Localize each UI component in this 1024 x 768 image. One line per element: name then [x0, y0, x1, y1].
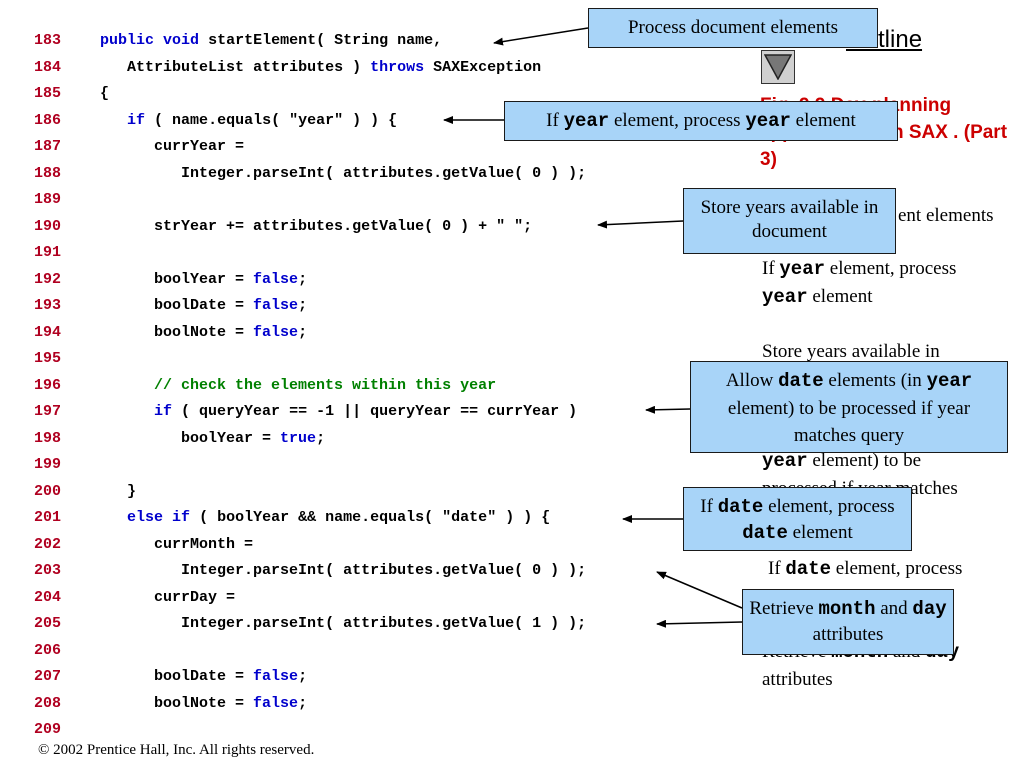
triangle-down-icon: [764, 54, 792, 80]
line-number: 207: [34, 668, 62, 685]
code-text: {: [100, 85, 110, 102]
code-line: 188 Integer.parseInt( attributes.getValu…: [0, 161, 760, 187]
line-number: 192: [34, 270, 62, 288]
code-line: 196 // check the elements within this ye…: [0, 373, 760, 399]
code-text: }: [100, 482, 137, 500]
code-line: 198 boolYear = true;: [0, 426, 760, 452]
code-line: 209: [0, 717, 760, 743]
line-number: 193: [34, 297, 62, 314]
code-line: 192 boolYear = false;: [0, 267, 760, 293]
line-number: 195: [34, 350, 62, 367]
side-note-year: If year element, process year element: [762, 258, 957, 308]
line-number: 202: [34, 535, 62, 553]
line-number: 199: [34, 456, 62, 473]
line-number: 205: [34, 615, 62, 632]
callout-process-elements: Process document elements: [588, 8, 878, 48]
line-number: 187: [34, 138, 62, 155]
code-text: public void startElement( String name,: [100, 32, 443, 49]
code-text: strYear += attributes.getValue( 0 ) + " …: [154, 217, 533, 235]
line-number: 185: [34, 85, 62, 102]
line-number: 188: [34, 164, 62, 182]
code-line: 186 if ( name.equals( "year" ) ) {: [0, 108, 760, 134]
line-number: 197: [34, 403, 62, 420]
code-text: if ( name.equals( "year" ) ) {: [127, 111, 398, 129]
callout-store-years: Store years available in document: [683, 188, 896, 254]
line-number: 203: [34, 562, 62, 579]
line-number: 201: [34, 509, 62, 526]
line-number: 206: [34, 641, 62, 659]
code-line: 197 if ( queryYear == -1 || queryYear ==…: [0, 399, 760, 425]
line-number: 191: [34, 244, 62, 261]
side-note-store: Store years available in: [762, 341, 940, 362]
line-number: 184: [34, 58, 62, 76]
side-note-process: ent elements: [898, 205, 994, 226]
code-text: Integer.parseInt( attributes.getValue( 1…: [181, 615, 587, 632]
code-text: // check the elements within this year: [154, 376, 497, 394]
code-line: 199: [0, 452, 760, 478]
next-slide-button[interactable]: [761, 50, 795, 84]
code-text: boolDate = false;: [154, 668, 308, 685]
code-line: 203 Integer.parseInt( attributes.getValu…: [0, 558, 760, 584]
code-text: if ( queryYear == -1 || queryYear == cur…: [154, 403, 578, 420]
code-line: 191: [0, 240, 760, 266]
code-line: 207 boolDate = false;: [0, 664, 760, 690]
code-text: Integer.parseInt( attributes.getValue( 0…: [181, 164, 587, 182]
code-text: currYear =: [154, 138, 245, 155]
code-line: 204 currDay =: [0, 585, 760, 611]
callout-retrieve-attributes: Retrieve month and day attributes: [742, 589, 954, 655]
line-number: 190: [34, 217, 62, 235]
code-line: 205 Integer.parseInt( attributes.getValu…: [0, 611, 760, 637]
code-text: boolNote = false;: [154, 694, 308, 712]
code-text: Integer.parseInt( attributes.getValue( 0…: [181, 562, 587, 579]
line-number: 204: [34, 588, 62, 606]
code-line: 208 boolNote = false;: [0, 691, 760, 717]
line-number: 186: [34, 111, 62, 129]
line-number: 208: [34, 694, 62, 712]
code-line: 202 currMonth =: [0, 532, 760, 558]
code-text: AttributeList attributes ) throws SAXExc…: [127, 58, 542, 76]
side-note-date: If date element, process: [768, 558, 963, 580]
code-line: 187 currYear =: [0, 134, 760, 160]
code-line: 184 AttributeList attributes ) throws SA…: [0, 55, 760, 81]
code-line: 189: [0, 187, 760, 213]
code-line: 206: [0, 638, 760, 664]
code-text: boolNote = false;: [154, 323, 308, 341]
line-number: 198: [34, 429, 62, 447]
code-line: 193 boolDate = false;: [0, 293, 760, 319]
line-number: 209: [34, 721, 62, 738]
code-line: 201 else if ( boolYear && name.equals( "…: [0, 505, 760, 531]
code-text: currDay =: [154, 588, 236, 606]
code-line: 183 public void startElement( String name…: [0, 28, 760, 54]
code-line: 190 strYear += attributes.getValue( 0 ) …: [0, 214, 760, 240]
code-text: currMonth =: [154, 535, 254, 553]
code-line: 195: [0, 346, 760, 372]
code-text: boolYear = true;: [181, 429, 326, 447]
line-number: 183: [34, 32, 62, 49]
copyright-footer: © 2002 Prentice Hall, Inc. All rights re…: [38, 742, 315, 758]
callout-date-element: If date element, process date element: [683, 487, 912, 551]
code-line: 185 {: [0, 81, 760, 107]
callout-allow-date: Allow date elements (in year element) to…: [690, 361, 1008, 453]
line-number: 196: [34, 376, 62, 394]
line-number: 189: [34, 191, 62, 208]
code-text: boolDate = false;: [154, 297, 308, 314]
code-line: 200 }: [0, 479, 760, 505]
callout-year-element: If year element, process year element: [504, 101, 898, 141]
line-number: 200: [34, 482, 62, 500]
code-text: boolYear = false;: [154, 270, 308, 288]
code-line: 194 boolNote = false;: [0, 320, 760, 346]
line-number: 194: [34, 323, 62, 341]
code-text: else if ( boolYear && name.equals( "date…: [127, 509, 551, 526]
